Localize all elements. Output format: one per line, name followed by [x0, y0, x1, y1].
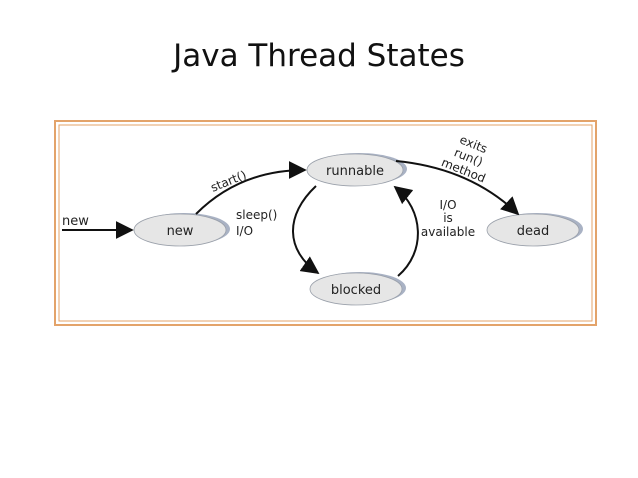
io-available-label-3: available [421, 225, 475, 239]
sleep-label: sleep() [236, 208, 277, 222]
diagram-frame-inner [58, 124, 593, 322]
diagram-frame-outer [54, 120, 597, 326]
state-blocked-label: blocked [331, 283, 381, 298]
state-new: new [133, 213, 230, 247]
io-label: I/O [236, 224, 253, 238]
slide-title: Java Thread States [173, 38, 465, 74]
state-dead-label: dead [517, 224, 549, 239]
start-arrow [195, 161, 307, 215]
io-available-arrow [393, 185, 419, 277]
state-blocked: blocked [309, 272, 406, 306]
state-runnable-label: runnable [326, 164, 384, 179]
state-new-label: new [167, 224, 194, 239]
exits-arrow [395, 160, 520, 216]
state-runnable: runnable [306, 153, 407, 187]
io-available-label-1: I/O [439, 198, 456, 212]
entry-label: new [62, 214, 89, 229]
io-available-label-2: is [443, 211, 453, 225]
start-label: start() [209, 168, 249, 195]
sleep-arrow [292, 185, 320, 275]
state-dead: dead [486, 213, 583, 247]
